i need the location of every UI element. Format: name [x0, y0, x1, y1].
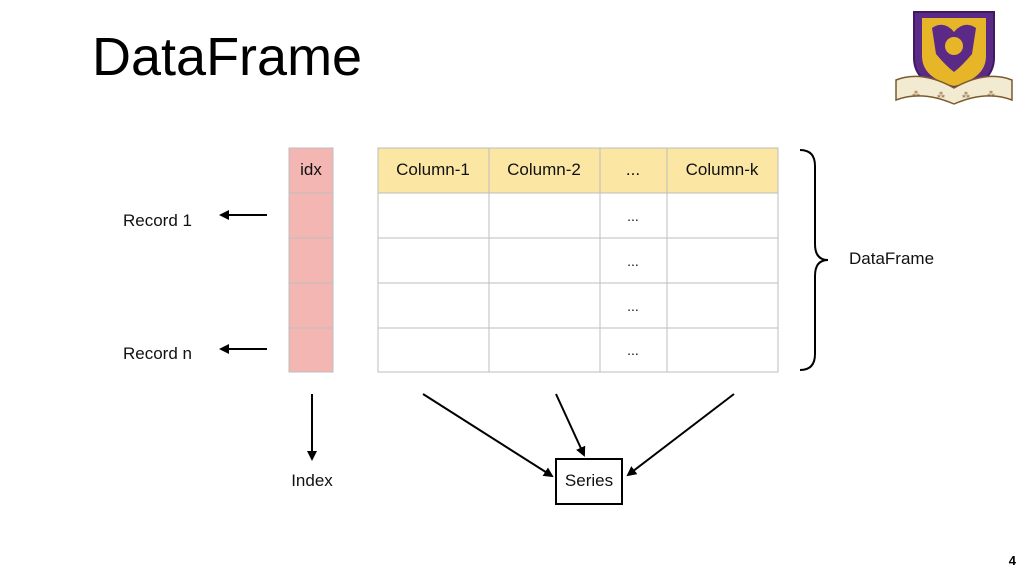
- series-arrow-middle: [555, 393, 586, 457]
- column-header: Column-2: [507, 160, 581, 179]
- university-crest-icon: ⁂ ⁂ ⁂ ⁂: [895, 11, 1013, 105]
- slide-title: DataFrame: [92, 27, 363, 87]
- svg-text:⁂: ⁂: [912, 89, 920, 99]
- svg-text:⁂: ⁂: [937, 90, 945, 100]
- series-arrow-left: [422, 393, 554, 478]
- record-last-label: Record n: [123, 344, 192, 363]
- column-header: Column-1: [396, 160, 470, 179]
- column-header: Column-k: [686, 160, 759, 179]
- index-cell: [288, 327, 334, 373]
- table-cell: ...: [627, 298, 639, 314]
- index-header-label: idx: [300, 160, 322, 179]
- table-grid: [377, 147, 779, 373]
- index-cell: [288, 192, 334, 239]
- table-cell: ...: [627, 253, 639, 269]
- table-cell: ...: [627, 208, 639, 224]
- index-label: Index: [291, 471, 333, 490]
- index-cell: [288, 282, 334, 329]
- dataframe-brace: [799, 149, 829, 371]
- column-header: ...: [626, 160, 640, 179]
- data-table: Column-1 Column-2 ... Column-k ... ... .…: [377, 147, 779, 373]
- table-cell: ...: [627, 342, 639, 358]
- series-box: [555, 458, 623, 505]
- table-header-row: [378, 148, 778, 193]
- series-label: Series: [565, 471, 613, 490]
- record-first-label: Record 1: [123, 211, 192, 230]
- svg-text:⁂: ⁂: [962, 90, 970, 100]
- index-column: idx: [288, 147, 334, 373]
- index-cell: [288, 237, 334, 284]
- svg-text:⁂: ⁂: [987, 89, 995, 99]
- page-number: 4: [1008, 553, 1016, 568]
- series-arrow-right: [626, 393, 735, 477]
- dataframe-brace-label: DataFrame: [849, 249, 934, 268]
